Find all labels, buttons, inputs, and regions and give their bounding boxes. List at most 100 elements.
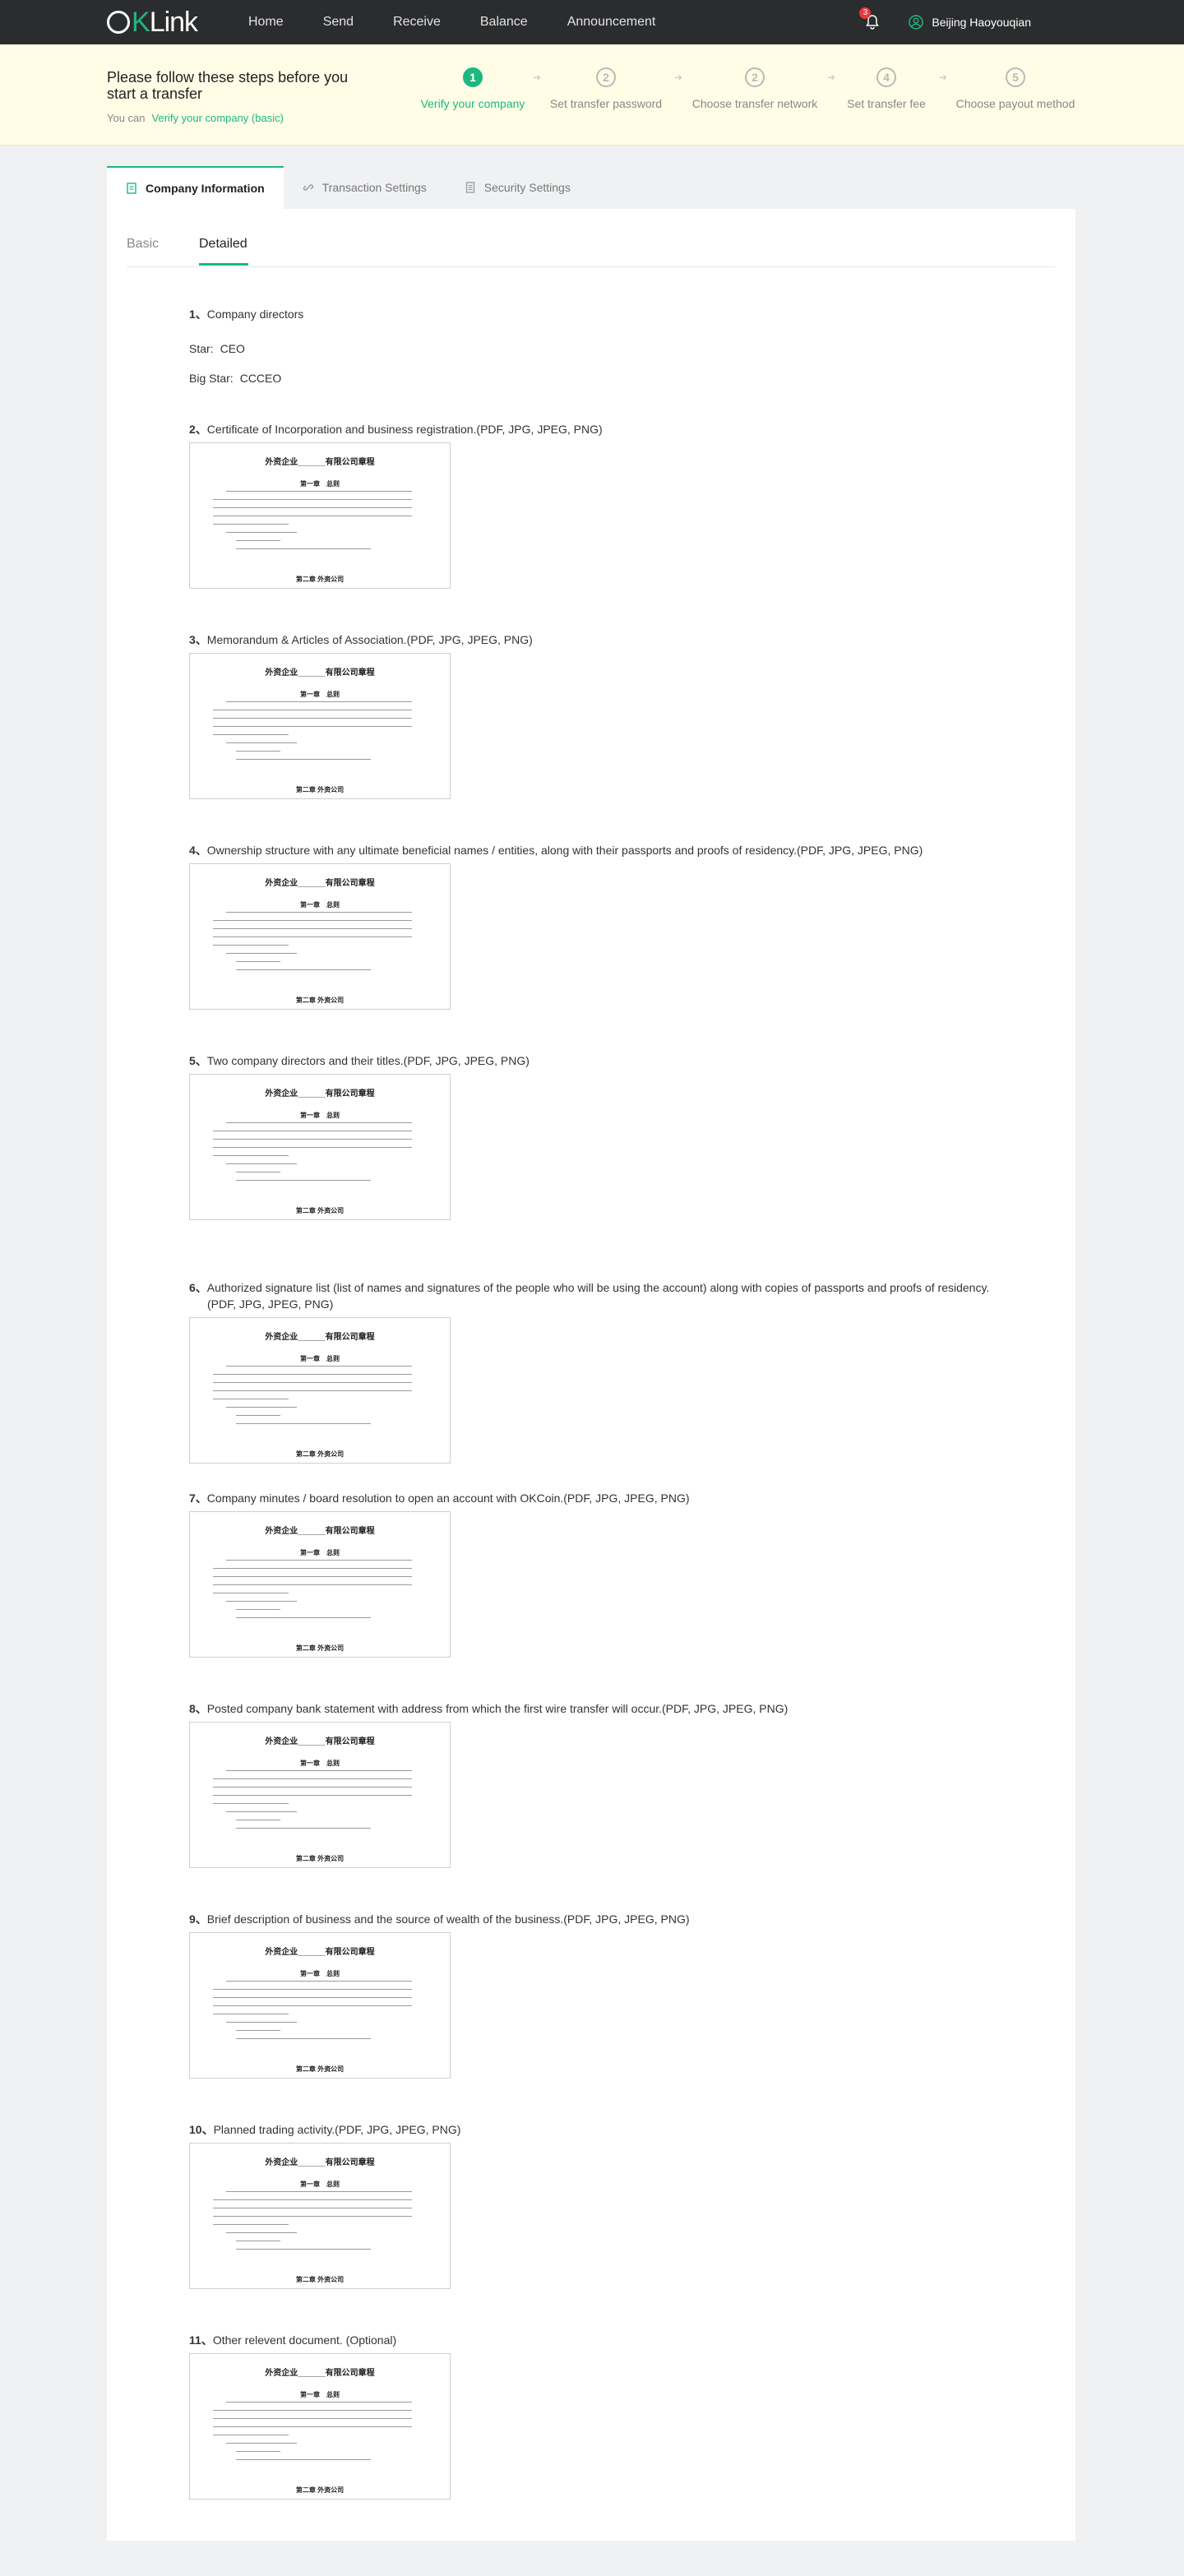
doc-preview-text-line — [213, 1997, 412, 1998]
banner-title: Please follow these steps before you sta… — [107, 69, 349, 102]
document-preview-ownership-structure[interactable]: 外资企业______有限公司章程第一章 总则第二章 外资公司 — [189, 863, 451, 1010]
step-label: Choose transfer network — [691, 97, 818, 110]
document-preview-authorized-signature-list[interactable]: 外资企业______有限公司章程第一章 总则第二章 外资公司 — [189, 1317, 451, 1464]
director-title-value: CEO — [220, 342, 245, 355]
document-title-business-description: 9、Brief description of business and the … — [189, 1911, 995, 1927]
document-number: 5、 — [189, 1054, 207, 1067]
step-arrow-icon: ➜ — [533, 72, 542, 83]
section-label: Company directors — [206, 308, 304, 321]
document-number: 10、 — [189, 2123, 214, 2136]
step-label: Verify your company — [420, 97, 525, 110]
steps-banner: Please follow these steps before you sta… — [0, 44, 1184, 146]
document-label: Memorandum & Articles of Association.(PD… — [206, 633, 533, 646]
user-name[interactable]: Beijing Haoyouqian — [932, 16, 1031, 29]
doc-preview-text-line — [226, 912, 412, 913]
doc-preview-text-line — [236, 2459, 371, 2460]
user-icon[interactable] — [909, 15, 924, 30]
doc-preview-heading: 外资企业______有限公司章程 — [265, 2369, 375, 2378]
tab-security-settings[interactable]: Security Settings — [446, 166, 590, 209]
document-title-bank-statement: 8、Posted company bank statement with add… — [189, 1700, 995, 1717]
document-title-company-directors-titles: 5、Two company directors and their titles… — [189, 1052, 995, 1069]
doc-preview-text-line — [213, 1390, 412, 1391]
doc-preview-footer: 第二章 外资公司 — [295, 2065, 345, 2073]
doc-preview-text-line — [226, 1770, 412, 1771]
step-choose-payout-method: 5 Choose payout method — [946, 67, 1085, 110]
nav-receive[interactable]: Receive — [393, 15, 441, 29]
document-preview-business-description[interactable]: 外资企业______有限公司章程第一章 总则第二章 外资公司 — [189, 1932, 451, 2079]
logo-ring-icon — [107, 11, 130, 34]
document-preview-certificate-of-incorporation[interactable]: 外资企业______有限公司章程第一章 总则第二章 外资公司 — [189, 442, 451, 589]
doc-preview-heading: 外资企业______有限公司章程 — [265, 1089, 375, 1098]
doc-preview-text-line — [213, 2410, 412, 2411]
subtab-detailed[interactable]: Detailed — [199, 237, 247, 251]
notification-badge: 3 — [859, 7, 872, 19]
doc-preview-section: 第一章 总则 — [300, 1970, 340, 1977]
director-title-key: Big Star: — [189, 372, 234, 385]
doc-preview-section: 第一章 总则 — [300, 1112, 340, 1119]
bell-icon — [866, 15, 880, 30]
doc-preview-section: 第一章 总则 — [300, 1355, 340, 1362]
step-verify-company[interactable]: 1 Verify your company — [403, 67, 543, 110]
doc-preview-text-line — [213, 1147, 412, 1148]
nav-announcement[interactable]: Announcement — [567, 15, 656, 29]
document-preview-board-resolution[interactable]: 外资企业______有限公司章程第一章 总则第二章 外资公司 — [189, 1511, 451, 1658]
document-preview-memorandum-articles[interactable]: 外资企业______有限公司章程第一章 总则第二章 外资公司 — [189, 653, 451, 799]
doc-preview-text-line — [236, 1423, 371, 1424]
company-info-card: Basic Detailed 1、Company directors Star:… — [107, 209, 1075, 2541]
doc-preview-text-line — [213, 2224, 289, 2225]
document-label: Planned trading activity.(PDF, JPG, JPEG… — [213, 2123, 461, 2136]
document-preview-other-documents[interactable]: 外资企业______有限公司章程第一章 总则第二章 外资公司 — [189, 2353, 451, 2500]
doc-preview-text-line — [236, 1609, 280, 1610]
doc-preview-text-line — [236, 759, 371, 760]
doc-preview-text-line — [236, 2249, 371, 2250]
doc-preview-text-line — [226, 2232, 297, 2233]
tab-transaction-settings[interactable]: Transaction Settings — [284, 166, 446, 209]
nav-send[interactable]: Send — [322, 15, 354, 29]
doc-preview-text-line — [226, 1811, 297, 1812]
document-preview-planned-trading-activity[interactable]: 外资企业______有限公司章程第一章 总则第二章 外资公司 — [189, 2143, 451, 2289]
tab-label: Transaction Settings — [321, 181, 427, 194]
doc-preview-text-line — [226, 2402, 412, 2403]
doc-preview-section: 第一章 总则 — [300, 480, 340, 488]
document-title-certificate-of-incorporation: 2、Certificate of Incorporation and busin… — [189, 421, 995, 437]
tab-company-information[interactable]: Company Information — [107, 166, 284, 209]
doc-preview-text-line — [226, 532, 297, 533]
document-label: Ownership structure with any ultimate be… — [206, 844, 923, 857]
director-title-value: CCCEO — [239, 372, 282, 385]
tab-label: Company Information — [146, 182, 265, 195]
doc-preview-text-line — [236, 751, 280, 752]
doc-preview-section: 第一章 总则 — [300, 2181, 340, 2188]
subtab-basic[interactable]: Basic — [127, 237, 160, 251]
doc-preview-text-line — [213, 1803, 289, 1804]
doc-preview-text-line — [226, 491, 412, 492]
step-number: 2 — [745, 67, 765, 87]
section-number: 1、 — [189, 308, 207, 321]
doc-preview-heading: 外资企业______有限公司章程 — [265, 458, 375, 467]
list-icon — [465, 182, 474, 193]
doc-preview-heading: 外资企业______有限公司章程 — [265, 1333, 375, 1342]
doc-preview-text-line — [213, 1382, 412, 1383]
doc-preview-text-line — [213, 1139, 412, 1140]
doc-preview-section: 第一章 总则 — [300, 2391, 340, 2398]
doc-preview-footer: 第二章 外资公司 — [295, 1450, 345, 1458]
doc-preview-text-line — [213, 734, 289, 735]
notification-bell[interactable]: 3 — [859, 7, 881, 30]
active-subtab-indicator — [199, 263, 248, 266]
document-title-ownership-structure: 4、Ownership structure with any ultimate … — [189, 842, 995, 858]
document-preview-company-directors-titles[interactable]: 外资企业______有限公司章程第一章 总则第二章 外资公司 — [189, 1074, 451, 1220]
document-preview-bank-statement[interactable]: 外资企业______有限公司章程第一章 总则第二章 外资公司 — [189, 1722, 451, 1868]
doc-preview-text-line — [213, 1989, 412, 1990]
doc-preview-text-line — [213, 920, 412, 921]
nav-right: 3 Beijing Haoyouqian — [859, 0, 1031, 44]
step-arrow-icon: ➜ — [674, 72, 683, 83]
document-number: 6、 — [189, 1281, 207, 1294]
document-label: Authorized signature list (list of names… — [206, 1281, 990, 1311]
doc-preview-text-line — [226, 1981, 412, 1982]
doc-preview-footer: 第二章 外资公司 — [295, 786, 345, 793]
verify-company-basic-link[interactable]: Verify your company (basic) — [151, 112, 284, 124]
nav-home[interactable]: Home — [248, 15, 284, 29]
nav-balance[interactable]: Balance — [479, 15, 528, 29]
doc-preview-text-line — [226, 1560, 412, 1561]
